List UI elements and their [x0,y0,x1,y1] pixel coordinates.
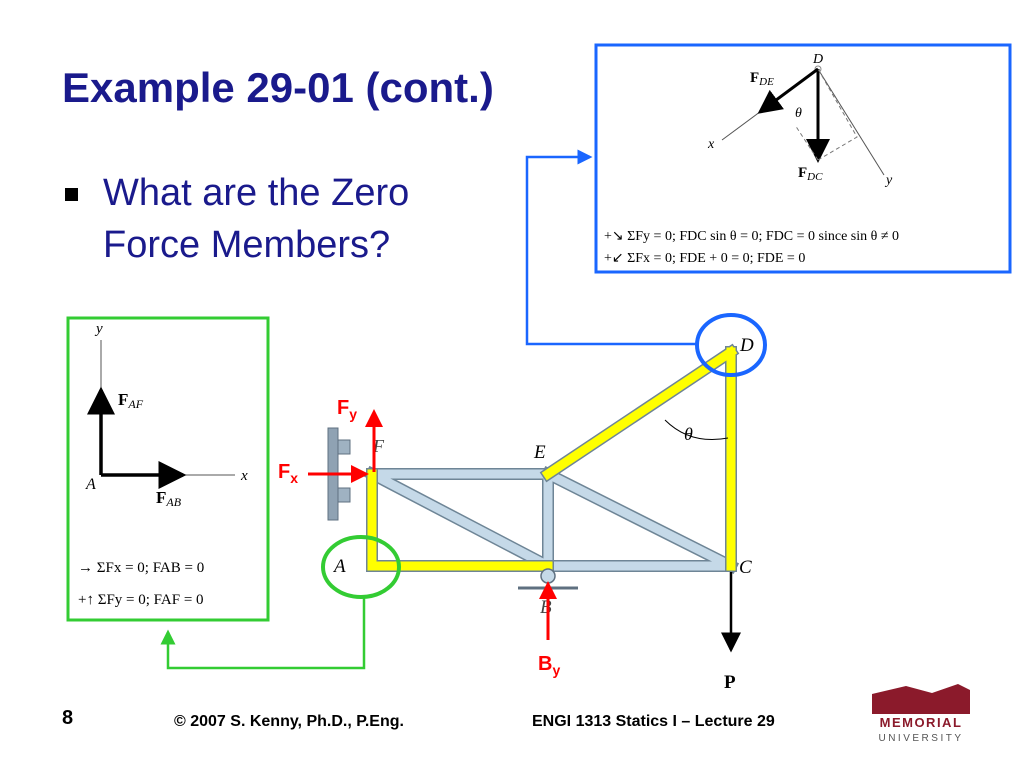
joint-d-highlight-circle [695,313,767,377]
y-axis-line [817,68,885,176]
bullet-question: What are the Zero Force Members? [103,172,410,266]
wall-bracket-bottom [337,487,351,503]
force-dc-label: FDC [798,165,823,183]
joint-b-label: B [540,597,552,618]
zero-force-members [367,345,738,571]
x-axis-label: x [707,137,715,152]
y-axis-label: y [884,173,893,188]
reaction-fy-label: Fy [337,397,357,422]
memorial-university-logo: MEMORIAL UNIVERSITY [872,684,970,744]
joint-d-fbd: D x y θ FDE FDC +↘ ΣFy = 0; FDC sin θ = … [594,43,1012,274]
component-dashed-lines [817,68,858,161]
joint-d-label: D [739,335,754,356]
equation-sum-fx: → ΣFx = 0; FAB = 0 [78,560,204,576]
bullet-marker [65,188,78,201]
pin-support-b [540,568,556,584]
wall-bracket-top [337,439,351,455]
page-number: 8 [62,707,74,729]
equation-sum-fx: +↙ ΣFx = 0; FDE + 0 = 0; FDE = 0 [604,251,805,266]
theta-label: θ [795,106,802,121]
joint-a-highlight-circle [321,535,401,599]
load-p-label: P [724,672,736,693]
logo-text-memorial: MEMORIAL [880,715,963,730]
member-ec [541,467,738,573]
logo-text-university: UNIVERSITY [878,733,963,744]
force-af-label: FAF [118,390,144,411]
truss-diagram: F E D A B C θ P Fy Fx By [278,313,767,693]
truss-members [365,467,738,573]
course-title: ENGI 1313 Statics I – Lecture 29 [532,713,775,730]
joint-e-label: E [533,442,546,463]
force-de-arrow [757,67,819,114]
copyright-text: © 2007 S. Kenny, Ph.D., P.Eng. [174,713,404,730]
green-connector-line [160,596,366,670]
reaction-fx-label: Fx [278,461,298,486]
theta-arc [664,419,729,441]
x-axis-label: x [240,468,248,484]
reaction-by-label: By [538,653,560,678]
joint-d-fbd-frame [594,43,1012,274]
joint-a-fbd: y x A FAF FAB → ΣFx = 0; FAB = 0 +↑ ΣFy … [66,316,270,622]
member-ed [541,345,738,481]
equation-sum-fy: +↘ ΣFy = 0; FDC sin θ = 0; FDC = 0 since… [604,229,899,244]
logo-banner [872,684,970,714]
equation-sum-fy: +↑ ΣFy = 0; FAF = 0 [78,592,204,608]
member-fb [365,467,555,573]
joint-c-label: C [739,557,752,578]
joint-a-label: A [332,556,346,577]
blue-connector-line [525,149,696,346]
theta-label: θ [684,424,693,444]
y-axis-label: y [94,321,103,337]
point-a-label: A [85,476,96,493]
force-de-label: FDE [750,70,774,88]
slide-title: Example 29-01 (cont.) [62,64,494,111]
point-d-label: D [812,52,823,67]
force-ab-label: FAB [156,488,182,509]
